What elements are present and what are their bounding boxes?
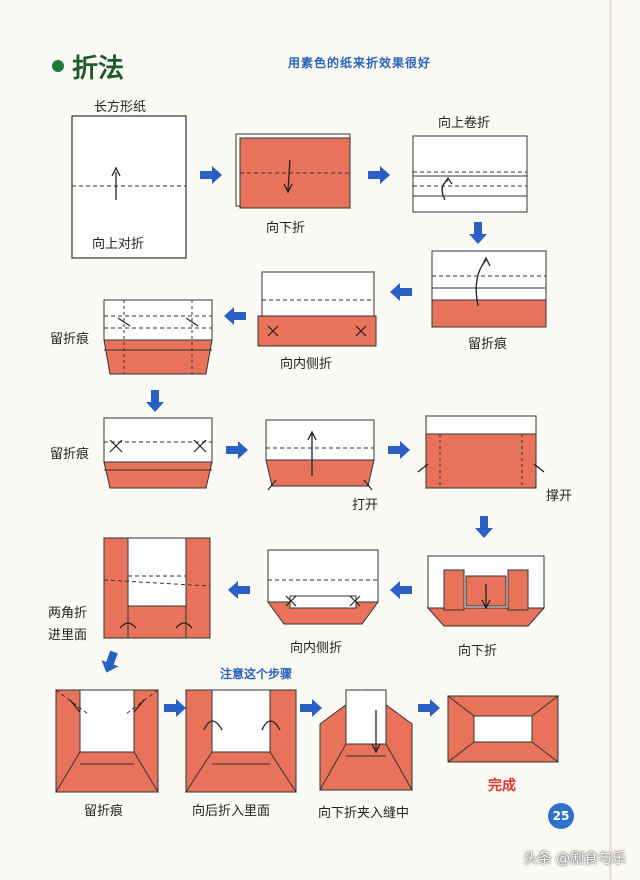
arrow-right-icon [388,441,410,459]
done-label: 完成 [488,778,516,794]
step-13-leave-crease [55,689,159,793]
step-15-fold-down-tuck [319,689,413,791]
arrow-left-icon [390,283,412,301]
step-label: 两角折 [48,606,88,621]
arrow-right-icon [300,699,322,717]
step-14-fold-back-inside [185,689,297,793]
step-6-leave-crease-left [103,299,213,375]
step-label: 长方形纸 [94,100,147,115]
step-7-leave-crease [103,417,213,489]
step-label: 留折痕 [50,332,90,347]
arrow-left-icon [224,307,246,325]
step-label: 撑开 [546,489,573,504]
step-16-finished-box [447,695,559,763]
page-number: 25 [548,803,574,829]
step-label: 留折痕 [84,804,124,819]
caution-note: 注意这个步骤 [220,667,293,681]
step-label: 向内侧折 [280,357,333,372]
step-9-spread-open [417,415,545,489]
step-label: 向上对折 [92,237,145,252]
step-label: 向下折 [266,221,306,236]
arrow-right-icon [226,441,248,459]
arrow-down-icon [469,222,487,244]
step-1-rectangle-paper [71,115,187,259]
page-title: 折法 [72,54,125,84]
arrow-left-icon [228,581,250,599]
step-10-fold-down [426,555,546,627]
step-11-fold-inward [267,549,379,625]
arrow-right-icon [164,699,186,717]
step-label: 向下折 [458,644,498,659]
watermark: 头条 @剧食与乐 [523,851,626,867]
arrow-down-icon [146,390,164,412]
step-8-open [265,419,375,491]
arrow-right-icon [368,166,390,184]
step-label: 向下折夹入缝中 [318,806,410,821]
step-2-folded-half [235,133,351,209]
step-label: 向后折入里面 [192,804,271,819]
step-5-fold-inward-top [257,271,377,347]
arrow-left-icon [390,581,412,599]
step-label: 向内侧折 [290,641,343,656]
arrow-down-icon [475,516,493,538]
step-label: 留折痕 [50,447,90,462]
step-3-roll-fold-up [412,135,528,213]
step-4-leave-crease-right [431,250,547,328]
step-label: 打开 [352,498,379,513]
page-subtitle: 用素色的纸来折效果很好 [288,56,432,70]
step-label: 留折痕 [468,337,508,352]
step-label: 向上卷折 [438,116,491,131]
step-label: 进里面 [48,628,88,643]
arrow-right-icon [418,699,440,717]
page-spine [609,0,612,880]
title-bullet-icon [52,60,64,72]
arrow-down-icon [98,648,123,676]
step-12-corners-fold-in [103,537,211,639]
arrow-right-icon [200,166,222,184]
